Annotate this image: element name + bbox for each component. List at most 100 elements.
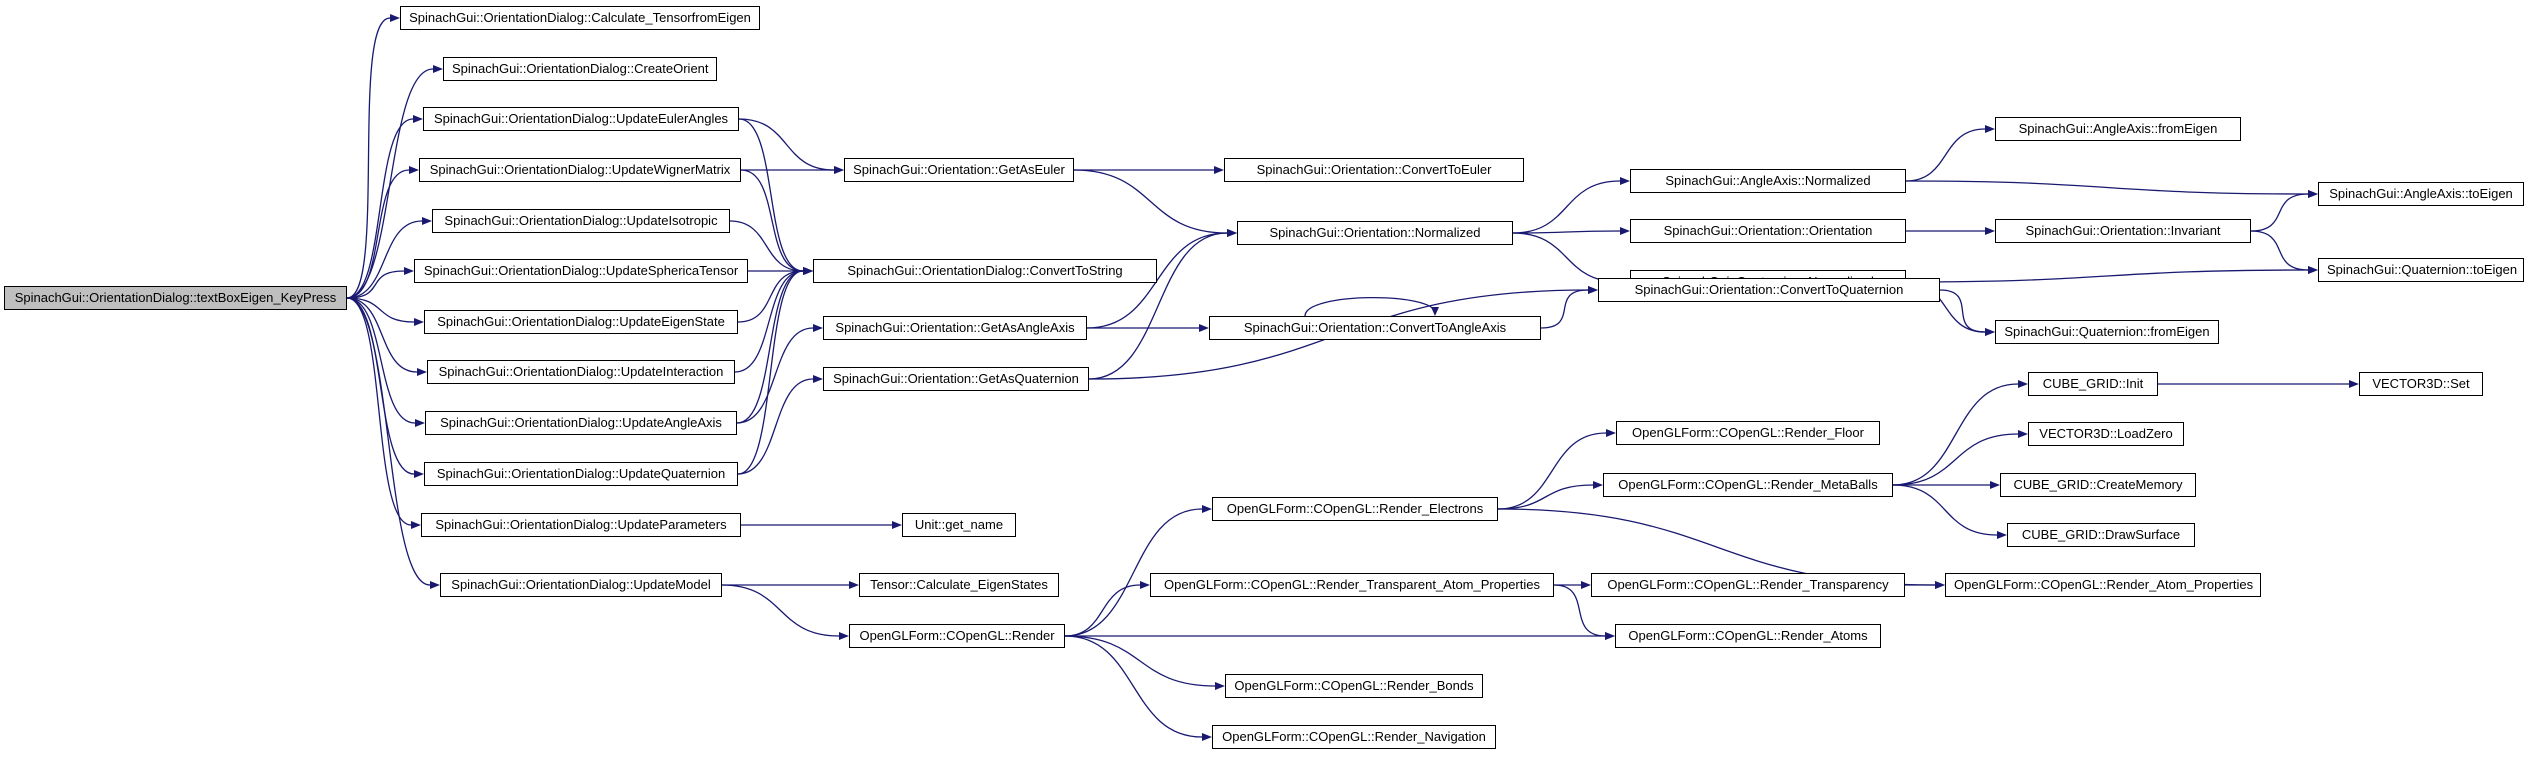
edge-orient_normalized-orient_orientation: [1512, 230, 1621, 234]
node-updatesphericatensor[interactable]: SpinachGui::OrientationDialog::UpdateSph…: [414, 259, 748, 283]
edge-ogl_render-render_transp_props: [1064, 584, 1141, 637]
edge-root-upd_euler: [346, 118, 414, 299]
node-opengl-render[interactable]: OpenGLForm::COpenGL::Render: [849, 624, 1065, 648]
arrowhead-root-upd_angle: [415, 419, 425, 427]
node-render-atoms[interactable]: OpenGLForm::COpenGL::Render_Atoms: [1615, 624, 1881, 648]
node-render-transparency[interactable]: OpenGLForm::COpenGL::Render_Transparency: [1591, 573, 1905, 597]
node-render-atom-properties[interactable]: OpenGLForm::COpenGL::Render_Atom_Propert…: [1945, 573, 2261, 597]
arrowhead-root-upd_quat: [414, 470, 424, 478]
arrowhead-root-upd_inter: [417, 368, 427, 376]
arrowhead-upd_quat-get_as_quat: [813, 375, 823, 383]
node-updatemodel[interactable]: SpinachGui::OrientationDialog::UpdateMod…: [440, 573, 722, 597]
edge-orient_invariant-aa_to_eigen: [2250, 193, 2309, 232]
node-render-metaballs[interactable]: OpenGLForm::COpenGL::Render_MetaBalls: [1603, 473, 1893, 497]
edge-upd_wigner-convert_to_string: [740, 169, 804, 272]
node-updateparameters[interactable]: SpinachGui::OrientationDialog::UpdatePar…: [421, 513, 741, 537]
node-cube-grid-drawsurface[interactable]: CUBE_GRID::DrawSurface: [2007, 523, 2195, 547]
node-angleaxis-fromeigen[interactable]: SpinachGui::AngleAxis::fromEigen: [1995, 117, 2241, 141]
edge-upd_inter-convert_to_string: [734, 270, 804, 373]
edge-upd_model-ogl_render: [721, 584, 840, 637]
node-updateeulerangles[interactable]: SpinachGui::OrientationDialog::UpdateEul…: [423, 107, 739, 131]
node-render-navigation[interactable]: OpenGLForm::COpenGL::Render_Navigation: [1212, 725, 1496, 749]
arrowhead-root-upd_iso: [422, 217, 432, 225]
edge-render_electrons-render_floor: [1497, 432, 1607, 510]
node-updatequaternion[interactable]: SpinachGui::OrientationDialog::UpdateQua…: [424, 462, 738, 486]
node-vector3d-loadzero[interactable]: VECTOR3D::LoadZero: [2028, 422, 2184, 446]
edge-ogl_render-render_electrons: [1064, 508, 1203, 637]
arrowhead-ogl_render-render_transp_props: [1140, 581, 1150, 589]
edge-render_transp_props-render_atoms: [1553, 584, 1606, 637]
node-createorient[interactable]: SpinachGui::OrientationDialog::CreateOri…: [443, 57, 717, 81]
arrowhead-root-upd_model: [430, 581, 440, 589]
node-cube-grid-init[interactable]: CUBE_GRID::Init: [2028, 372, 2158, 396]
edge-convert_to_angleaxis-convert_to_angleaxis: [1304, 296, 1436, 317]
arrowhead-upd_quat-convert_to_string: [803, 267, 813, 275]
node-converttoeuler[interactable]: SpinachGui::Orientation::ConvertToEuler: [1224, 158, 1524, 182]
node-converttoquaternion[interactable]: SpinachGui::Orientation::ConvertToQuater…: [1598, 278, 1940, 302]
arrowhead-convert_to_angleaxis-convert_to_quat: [1588, 286, 1598, 294]
arrowhead-upd_wigner-get_as_euler: [834, 166, 844, 174]
arrowhead-render_transp_props-render_atoms: [1605, 632, 1615, 640]
node-angleaxis-normalized[interactable]: SpinachGui::AngleAxis::Normalized: [1630, 169, 1906, 193]
node-orientation-invariant[interactable]: SpinachGui::Orientation::Invariant: [1995, 219, 2251, 243]
arrowhead-orient_invariant-aa_to_eigen: [2308, 190, 2318, 198]
node-render-electrons[interactable]: OpenGLForm::COpenGL::Render_Electrons: [1212, 497, 1498, 521]
arrowhead-orient_normalized-aa_normalized: [1620, 177, 1630, 185]
arrowhead-cube_init-vec_set: [2349, 380, 2359, 388]
arrowhead-get_as_euler-convert_to_euler: [1214, 166, 1224, 174]
node-converttoangleaxis[interactable]: SpinachGui::Orientation::ConvertToAngleA…: [1209, 316, 1541, 340]
arrowhead-render_electrons-render_floor: [1606, 429, 1616, 437]
edge-upd_iso-convert_to_string: [729, 220, 804, 272]
edge-root-upd_params: [346, 297, 412, 526]
edge-aa_normalized-aa_to_eigen: [1905, 180, 2309, 195]
arrowhead-aa_normalized-aa_from_eigen: [1985, 125, 1995, 133]
edge-upd_quat-get_as_quat: [737, 378, 814, 475]
node-orientation-normalized[interactable]: SpinachGui::Orientation::Normalized: [1237, 221, 1513, 245]
arrowhead-render_metaballs-cube_drawsurface: [1997, 531, 2007, 539]
node-textboxeigen-keypress[interactable]: SpinachGui::OrientationDialog::textBoxEi…: [4, 286, 347, 310]
arrowhead-get_as_angleaxis-convert_to_angleaxis: [1199, 324, 1209, 332]
node-quaternion-toeigen[interactable]: SpinachGui::Quaternion::toEigen: [2318, 258, 2524, 282]
node-orientation-orientation[interactable]: SpinachGui::Orientation::Orientation: [1630, 219, 1906, 243]
node-vector3d-set[interactable]: VECTOR3D::Set: [2359, 372, 2483, 396]
edge-upd_quat-convert_to_string: [737, 270, 804, 475]
edge-convert_to_quat-quat_from_eigen: [1939, 289, 1986, 333]
node-render-transparent-atom-properties[interactable]: OpenGLForm::COpenGL::Render_Transparent_…: [1150, 573, 1554, 597]
edge-upd_angle-get_as_angleaxis: [736, 327, 814, 424]
node-render-bonds[interactable]: OpenGLForm::COpenGL::Render_Bonds: [1225, 674, 1483, 698]
edge-upd_euler-convert_to_string: [738, 118, 804, 272]
node-updatewignermatrix[interactable]: SpinachGui::OrientationDialog::UpdateWig…: [419, 158, 741, 182]
node-getasangleaxis[interactable]: SpinachGui::Orientation::GetAsAngleAxis: [823, 316, 1087, 340]
node-updateisotropic[interactable]: SpinachGui::OrientationDialog::UpdateIso…: [432, 209, 730, 233]
node-getaseuler[interactable]: SpinachGui::Orientation::GetAsEuler: [844, 158, 1074, 182]
node-tensor-calculate-eigenstates[interactable]: Tensor::Calculate_EigenStates: [859, 573, 1059, 597]
edge-root-upd_model: [346, 297, 431, 586]
node-getasquaternion[interactable]: SpinachGui::Orientation::GetAsQuaternion: [823, 367, 1089, 391]
node-quaternion-fromeigen[interactable]: SpinachGui::Quaternion::fromEigen: [1995, 320, 2219, 344]
edge-aa_normalized-aa_from_eigen: [1905, 128, 1986, 182]
node-render-floor[interactable]: OpenGLForm::COpenGL::Render_Floor: [1616, 421, 1880, 445]
edge-orient_invariant-quat_to_eigen: [2250, 230, 2309, 271]
arrowhead-render_metaballs-vec_loadzero: [2018, 430, 2028, 438]
node-converttostring[interactable]: SpinachGui::OrientationDialog::ConvertTo…: [813, 259, 1157, 283]
node-updateinteraction[interactable]: SpinachGui::OrientationDialog::UpdateInt…: [427, 360, 735, 384]
arrowhead-render_metaballs-cube_creatememory: [1990, 481, 2000, 489]
arrowhead-render_metaballs-cube_init: [2018, 380, 2028, 388]
node-cube-grid-creatememory[interactable]: CUBE_GRID::CreateMemory: [2000, 473, 2196, 497]
arrowhead-upd_angle-get_as_angleaxis: [813, 324, 823, 332]
node-updateeigenstate[interactable]: SpinachGui::OrientationDialog::UpdateEig…: [424, 310, 738, 334]
arrowhead-convert_to_quat-quat_from_eigen: [1985, 328, 1995, 336]
node-angleaxis-toeigen[interactable]: SpinachGui::AngleAxis::toEigen: [2318, 182, 2524, 206]
arrowhead-upd_params-unit_get_name: [892, 521, 902, 529]
node-calculate-tensorfromeigen[interactable]: SpinachGui::OrientationDialog::Calculate…: [400, 6, 760, 30]
node-updateangleaxis[interactable]: SpinachGui::OrientationDialog::UpdateAng…: [425, 411, 737, 435]
arrowhead-quat_normalized-quat_to_eigen: [2308, 266, 2318, 274]
arrowhead-orient_normalized-orient_orientation: [1620, 227, 1630, 235]
edge-get_as_euler-orient_normalized: [1073, 169, 1228, 234]
node-unit-get-name[interactable]: Unit::get_name: [902, 513, 1016, 537]
arrowhead-get_as_quat-orient_normalized: [1227, 229, 1237, 237]
arrowhead-convert_to_angleaxis-convert_to_angleaxis: [1431, 307, 1439, 316]
edge-get_as_angleaxis-orient_normalized: [1086, 232, 1228, 329]
edge-render_metaballs-vec_loadzero: [1892, 433, 2019, 486]
